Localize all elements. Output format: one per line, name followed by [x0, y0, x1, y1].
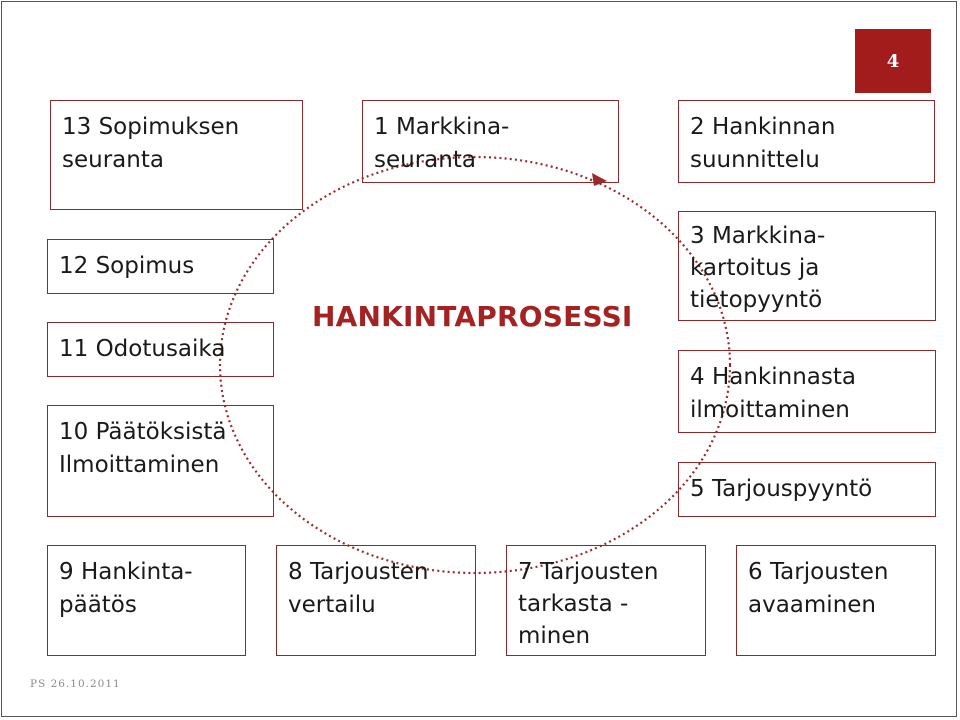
step-1-market-monitoring: 1 Markkina- seuranta — [362, 100, 619, 183]
page-number-badge: 4 — [855, 29, 931, 93]
step-2-procurement-planning: 2 Hankinnan suunnittelu — [678, 100, 935, 183]
step-4-procurement-notice: 4 Hankinnasta ilmoittaminen — [678, 350, 936, 433]
step-12-contract: 12 Sopimus — [47, 239, 274, 294]
footer-date: PS 26.10.2011 — [30, 678, 121, 690]
diagram-title: HANKINTAPROSESSI — [312, 300, 633, 333]
step-5-call-for-tenders: 5 Tarjouspyyntö — [678, 462, 936, 517]
step-11-waiting-period: 11 Odotusaika — [47, 322, 274, 377]
step-7-tender-review: 7 Tarjousten tarkasta - minen — [506, 545, 706, 656]
step-10-notification-of-decisions: 10 Päätöksistä Ilmoittaminen — [47, 405, 274, 517]
step-13-contract-monitoring: 13 Sopimuksen seuranta — [50, 100, 303, 210]
step-6-tender-opening: 6 Tarjousten avaaminen — [736, 545, 936, 656]
step-9-procurement-decision: 9 Hankinta- päätös — [47, 545, 246, 656]
step-8-tender-comparison: 8 Tarjousten vertailu — [276, 545, 476, 656]
step-3-market-survey: 3 Markkina- kartoitus ja tietopyyntö — [678, 211, 936, 321]
